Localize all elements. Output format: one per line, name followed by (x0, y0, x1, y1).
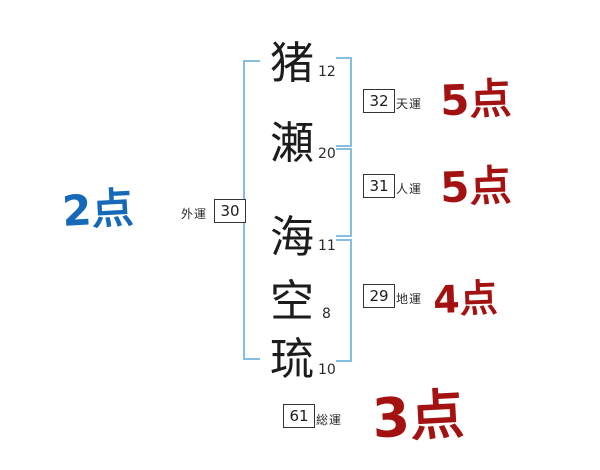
total-luck-value: 61 (283, 404, 315, 428)
total-luck-score: 3点 (370, 382, 466, 451)
earth-luck-label: 地運 (396, 292, 423, 306)
name-char-2: 瀬 (270, 118, 314, 169)
outer-luck-value: 30 (214, 199, 246, 223)
stroke-count-3: 11 (318, 238, 336, 254)
total-luck-label: 総運 (316, 413, 343, 427)
outer-luck-label: 外運 (181, 207, 208, 221)
heaven-luck-bracket (336, 57, 352, 147)
heaven-luck-value: 32 (363, 89, 395, 113)
name-char-5: 琉 (270, 334, 314, 385)
person-luck-label: 人運 (396, 182, 423, 196)
heaven-luck-score: 5点 (439, 73, 513, 126)
stroke-count-4: 8 (322, 306, 331, 322)
person-luck-value: 31 (363, 174, 395, 198)
earth-luck-bracket (336, 239, 352, 362)
earth-luck-value: 29 (363, 284, 395, 308)
outer-luck-score: 2点 (60, 183, 135, 236)
earth-luck-score: 4点 (432, 275, 499, 323)
stroke-count-1: 12 (318, 64, 336, 80)
stroke-count-2: 20 (318, 146, 336, 162)
name-char-4: 空 (270, 276, 314, 327)
heaven-luck-label: 天運 (396, 97, 423, 111)
name-char-1: 猪 (270, 38, 314, 89)
stroke-count-5: 10 (318, 362, 336, 378)
person-luck-score: 5点 (439, 160, 513, 213)
name-char-3: 海 (270, 212, 314, 263)
person-luck-bracket (336, 148, 352, 237)
